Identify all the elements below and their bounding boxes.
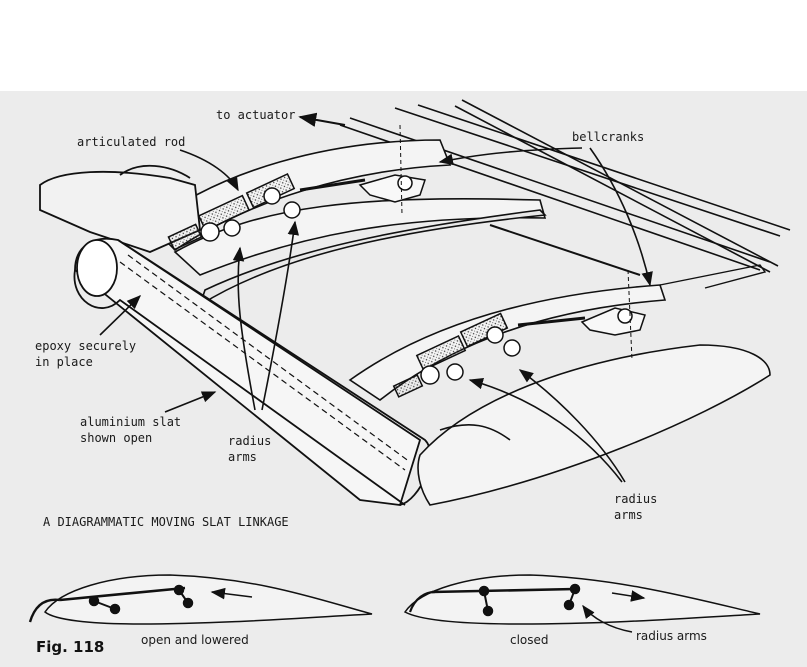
label-slat-line2: shown open <box>80 431 153 445</box>
leading-edge-block <box>39 164 201 253</box>
label-radius-arms-right-2: arms <box>614 508 643 522</box>
upper-linkage <box>167 124 426 251</box>
caption-closed: closed <box>510 633 549 647</box>
lower-linkage <box>392 224 646 398</box>
lower-wing-rib <box>348 284 771 506</box>
caption-radius-arms: radius arms <box>636 629 707 643</box>
label-radius-arms-left-2: arms <box>228 450 257 464</box>
closed-airfoil <box>403 574 761 633</box>
label-epoxy-line2: in place <box>35 355 93 369</box>
open-lowered-airfoil <box>28 574 373 625</box>
figure-number: Fig. 118 <box>36 638 105 656</box>
blank-header-area <box>0 0 807 91</box>
label-slat-line1: aluminium slat <box>80 415 182 429</box>
label-to-actuator: to actuator <box>216 108 296 122</box>
diagram-title: A DIAGRAMMATIC MOVING SLAT LINKAGE <box>43 515 289 529</box>
caption-open-lowered: open and lowered <box>141 633 249 647</box>
leader-arrows <box>99 112 653 483</box>
label-bellcranks: bellcranks <box>572 130 645 144</box>
label-articulated-rod: articulated rod <box>77 135 186 149</box>
label-radius-arms-left-1: radius <box>228 434 272 448</box>
label-radius-arms-right-1: radius <box>614 492 658 506</box>
label-epoxy-line1: epoxy securely <box>35 339 137 353</box>
